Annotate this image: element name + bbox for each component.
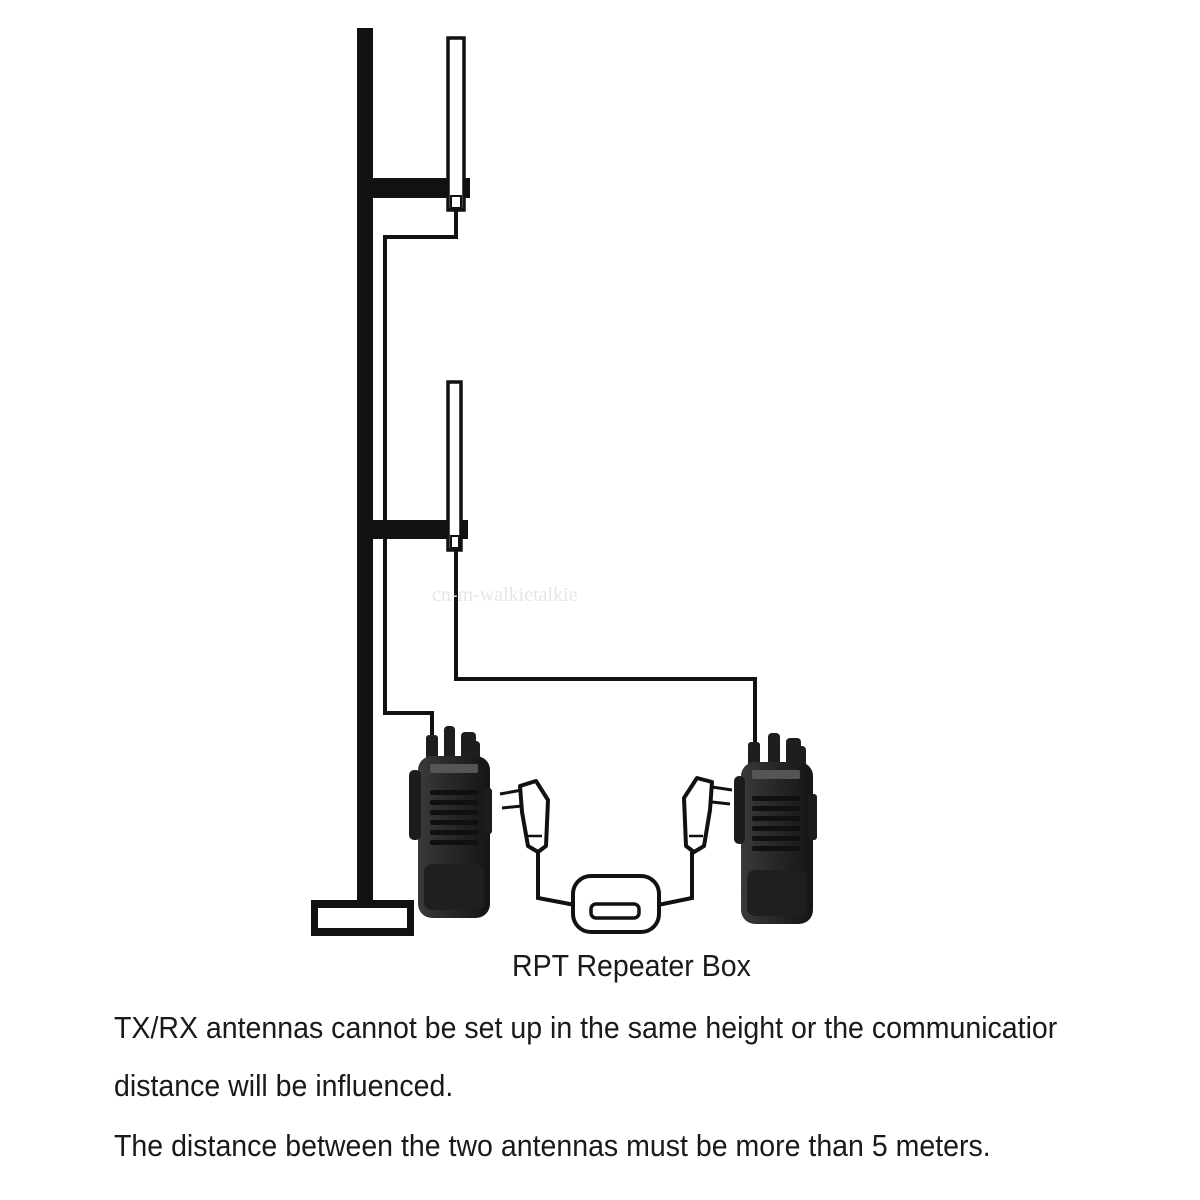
lower-antenna-cable [454,548,757,748]
watermark: cn-m-walkietalkie [432,584,578,606]
antenna-mast [311,28,414,936]
repeater-box-icon [571,874,661,934]
note-line-2: distance will be influenced. [114,1068,454,1103]
note-line-3: The distance between the two antennas mu… [114,1128,991,1163]
lower-antenna [373,380,468,552]
walkie-talkie-icon [409,726,492,918]
repeater-box-label: RPT Repeater Box [512,948,751,983]
two-pin-plug-icon [682,776,733,854]
right-plug-cable [657,852,694,907]
walkie-talkie-icon [734,733,817,924]
note-line-1: TX/RX antennas cannot be set up in the s… [114,1010,1058,1045]
left-plug-cable [536,852,576,907]
upper-antenna [373,36,470,212]
two-pin-plug-icon [499,779,550,854]
upper-antenna-cable [383,208,458,740]
